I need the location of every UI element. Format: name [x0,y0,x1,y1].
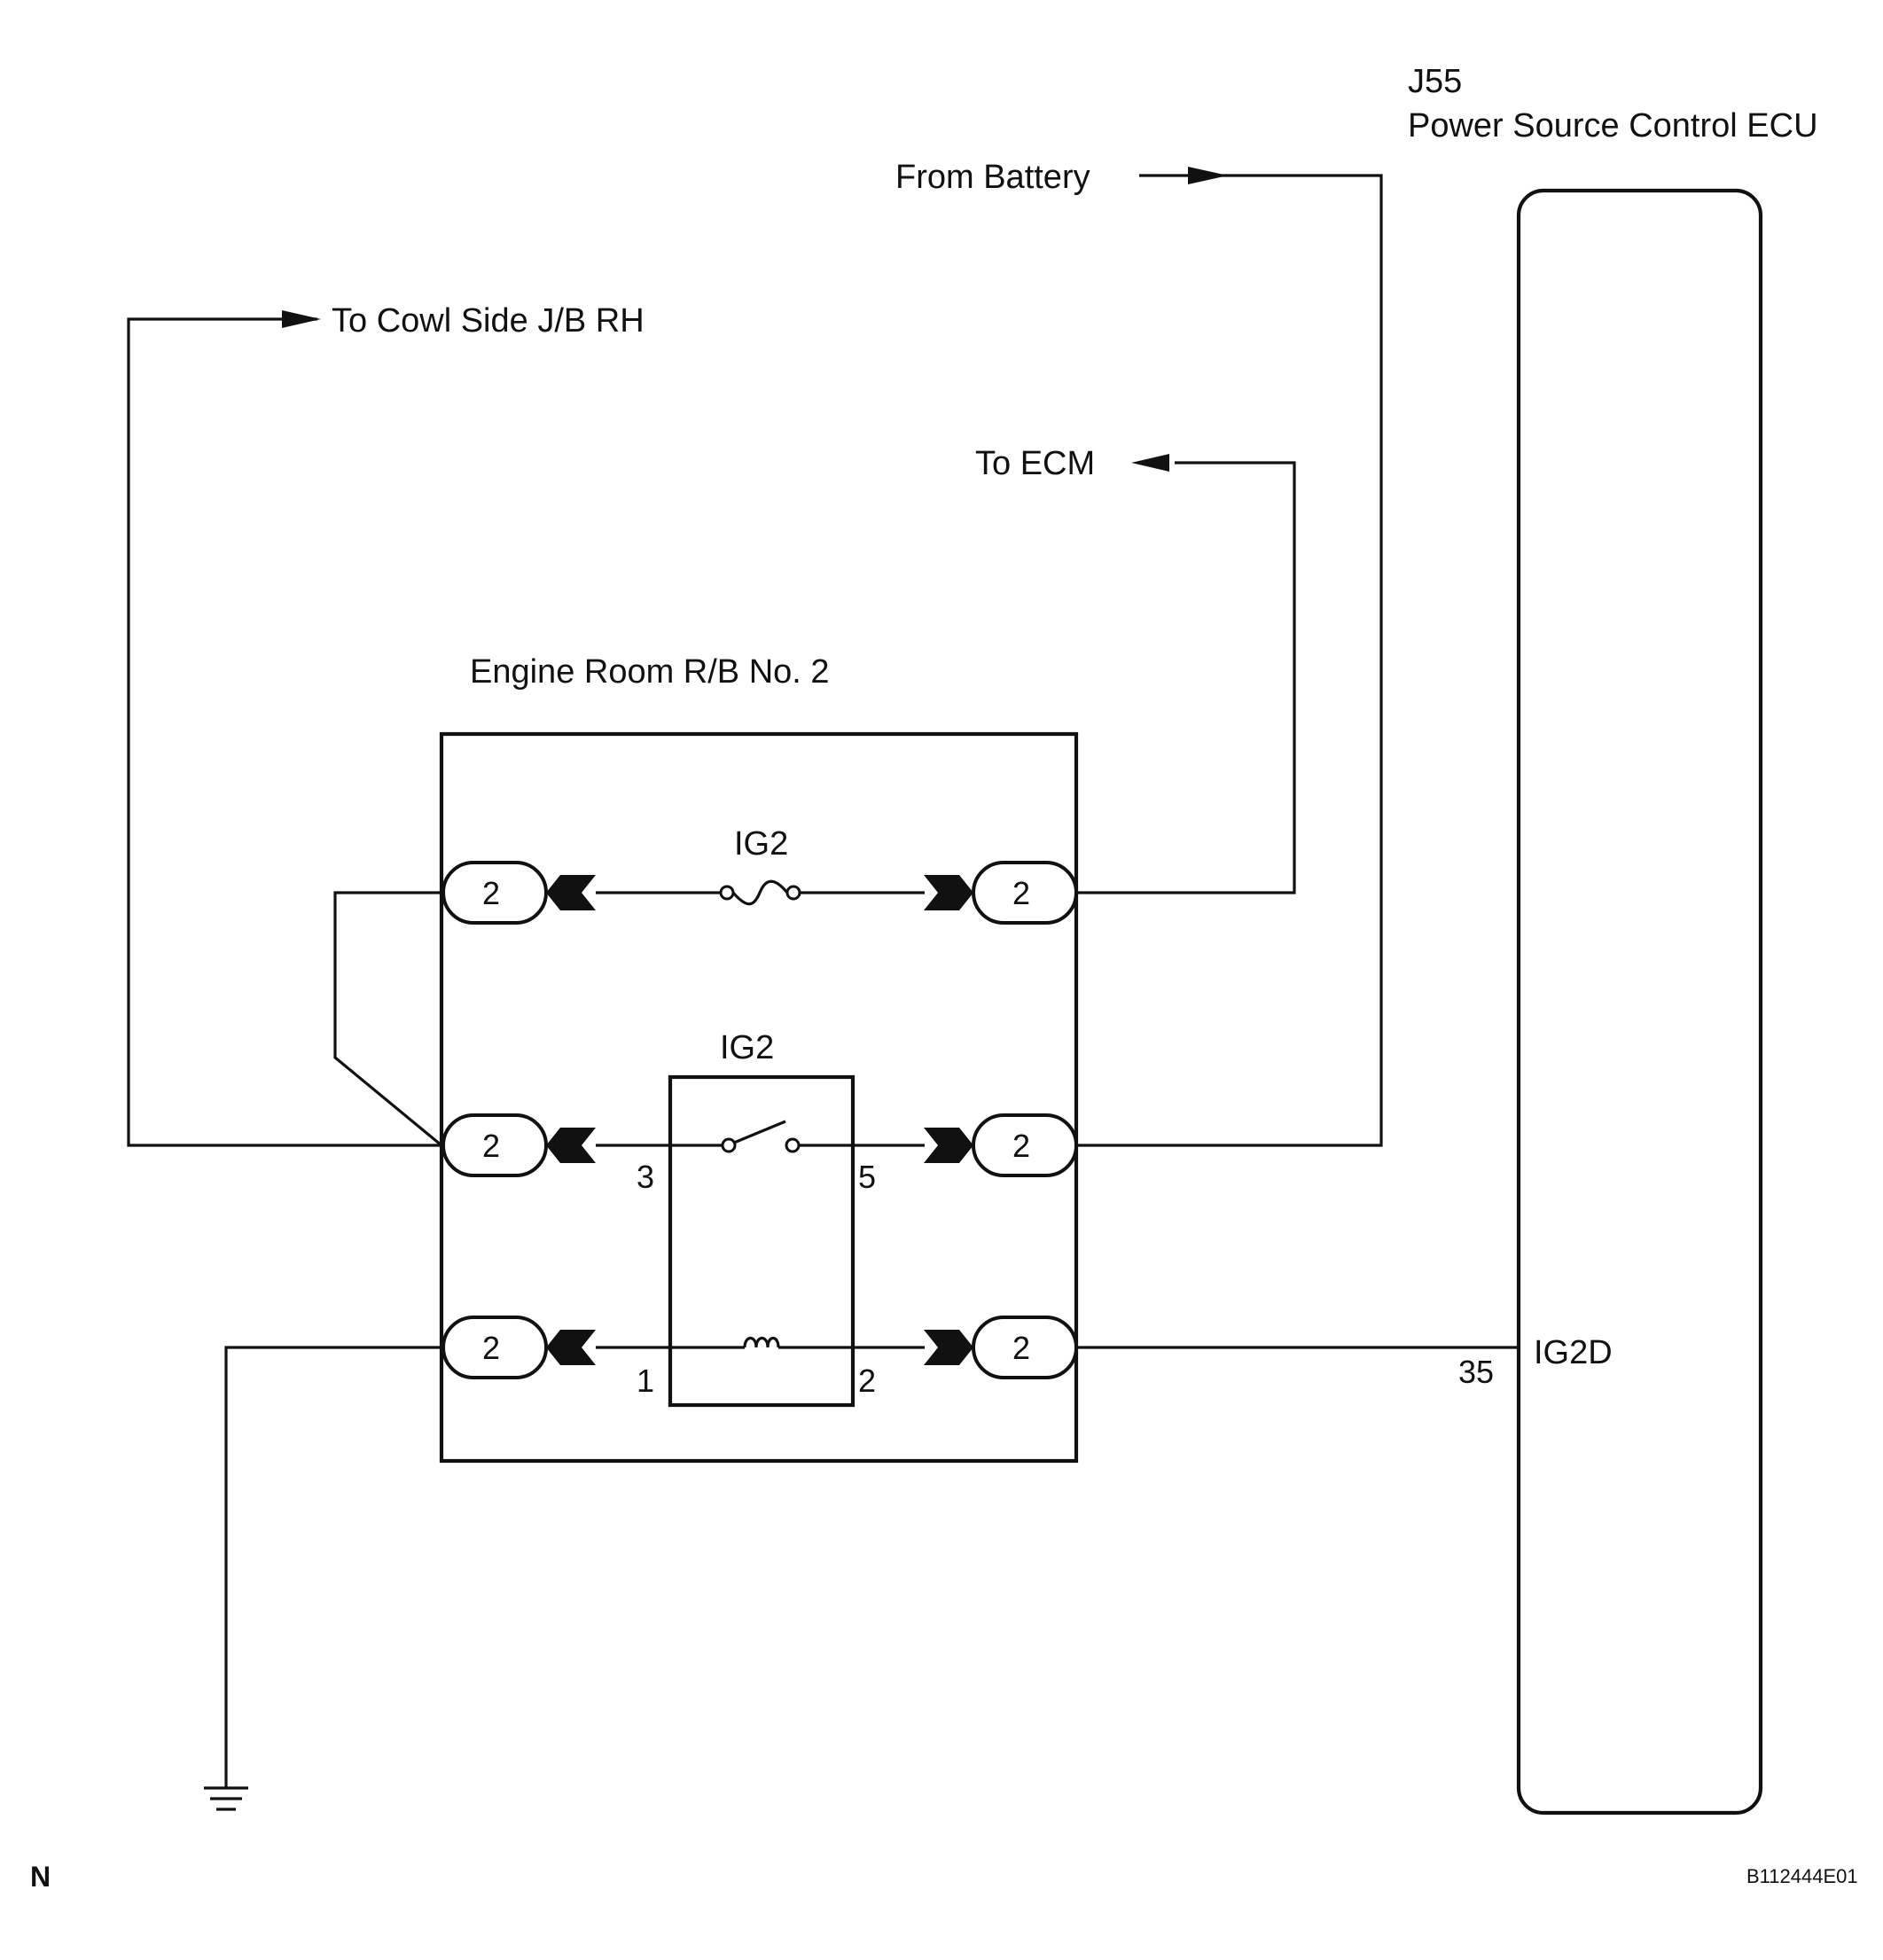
relay-pin-5: 5 [858,1159,876,1195]
ecu-terminal-name: IG2D [1534,1334,1613,1371]
ecm-wire [1074,461,1296,894]
to-cowl-label: To Cowl Side J/B RH [332,302,645,340]
connector-id-label: 2 [1012,875,1030,911]
relay-coil-row [596,1336,925,1349]
relay-pin-2: 2 [858,1363,876,1399]
ecu-box [1516,188,1763,1816]
connector-left-row-2: 2 [441,1113,596,1177]
connector-left-row-1: 2 [441,861,596,925]
connector-left-row-3: 2 [441,1316,596,1379]
from-battery-label: From Battery [895,159,1090,196]
to-ecm-label: To ECM [975,445,1095,482]
connector-right-row-2: 2 [924,1113,1078,1177]
connector-arrow [546,1128,596,1163]
switch-icon [721,1120,801,1153]
connector-arrow [546,1330,596,1365]
coil-icon [743,1336,780,1348]
ground-icon [204,1786,248,1811]
fuse-label: IG2 [734,825,788,863]
ecu-terminal-pin: 35 [1458,1354,1494,1390]
relay-label: IG2 [720,1029,774,1066]
cowl-arrow [282,310,321,328]
connector-right-row-1: 2 [924,861,1078,925]
ground-wire [224,1346,443,1788]
connector-id-label: 2 [482,1330,500,1366]
connector-arrow [546,875,596,910]
ecu-name-label: Power Source Control ECU [1408,107,1818,144]
connector-arrow [924,875,973,910]
figure-code: B112444E01 [1746,1865,1858,1887]
battery-arrow [1188,167,1228,184]
connector-id-label: 2 [1012,1128,1030,1164]
connector-arrow [924,1330,973,1365]
relay-switch-row [596,1120,925,1153]
connector-right-row-3: 2 [924,1316,1078,1379]
relay-pin-3: 3 [637,1159,654,1195]
connector-group: 2 2 2 2 2 2 [441,861,1078,1379]
connector-id-label: 2 [482,1128,500,1164]
relay-pin-1: 1 [637,1363,654,1399]
relay-box [668,1074,856,1408]
connector-id-label: 2 [482,875,500,911]
battery-wire [1074,174,1383,1147]
connector-arrow [924,1128,973,1163]
ecm-arrow [1131,454,1169,472]
fuse-row: IG2 [596,825,925,906]
ecu-ref-label: J55 [1408,63,1462,100]
cowl-wire [127,317,441,1147]
jumper-wire [333,891,443,1147]
footer-left-mark: N [30,1861,51,1893]
relay-block-box [439,731,1079,1464]
connector-id-label: 2 [1012,1330,1030,1366]
relay-block-name: Engine Room R/B No. 2 [470,653,830,691]
fuse-icon [719,879,801,906]
